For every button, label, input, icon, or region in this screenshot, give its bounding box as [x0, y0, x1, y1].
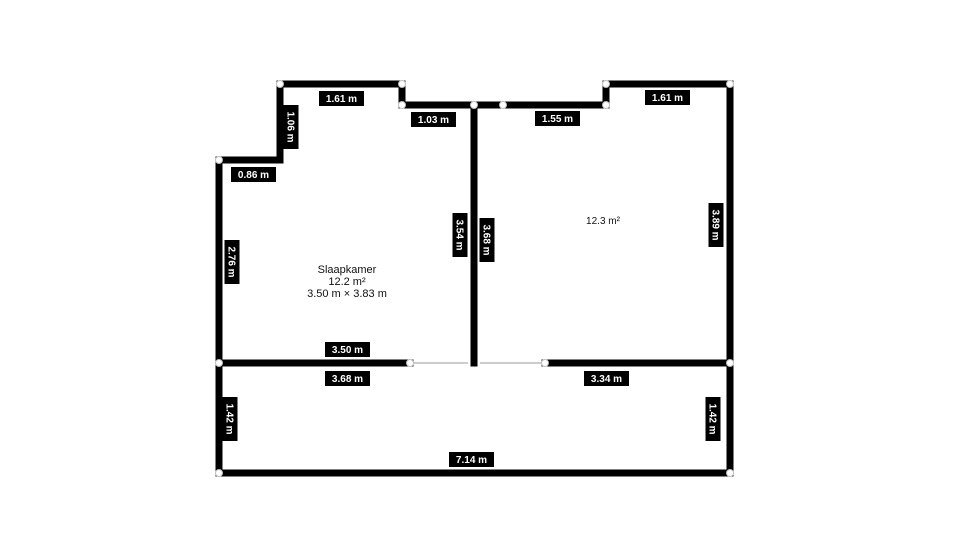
svg-text:1.06 m: 1.06 m [285, 111, 296, 142]
node [499, 101, 507, 109]
node [541, 359, 549, 367]
node [276, 80, 284, 88]
dim-left-wall: 2.76 m [224, 240, 240, 284]
dim-top-left-short: 1.61 m [319, 91, 364, 106]
svg-text:3.89 m: 3.89 m [710, 209, 721, 240]
node [726, 469, 734, 477]
svg-text:0.86 m: 0.86 m [238, 170, 269, 181]
svg-text:3.68 m: 3.68 m [481, 224, 492, 255]
node [406, 359, 414, 367]
node [215, 469, 223, 477]
svg-text:3.50 m: 3.50 m [332, 345, 363, 356]
room-area-right: 12.3 m² [586, 216, 621, 227]
wall-nodes [215, 80, 734, 477]
dim-left-notch-vertical: 1.06 m [283, 105, 299, 149]
dim-top-middle-right: 1.55 m [535, 111, 580, 126]
dim-hall-left: 1.42 m [222, 397, 238, 441]
svg-text:3.34 m: 3.34 m [591, 374, 622, 385]
dim-hall-top-left: 3.68 m [325, 371, 370, 386]
node [602, 80, 610, 88]
dim-hall-bottom: 7.14 m [449, 452, 494, 467]
room-size-bedroom: 3.50 m × 3.83 m [307, 288, 387, 300]
node [726, 80, 734, 88]
node [215, 156, 223, 164]
room-area-bedroom: 12.2 m² [328, 276, 366, 288]
dim-hall-top-right: 3.34 m [584, 371, 629, 386]
node [470, 101, 478, 109]
node [215, 359, 223, 367]
svg-text:1.55 m: 1.55 m [542, 114, 573, 125]
dim-hall-right: 1.42 m [705, 397, 721, 441]
svg-text:1.61 m: 1.61 m [652, 93, 683, 104]
svg-text:3.68 m: 3.68 m [332, 374, 363, 385]
svg-text:2.76 m: 2.76 m [226, 246, 237, 277]
node [726, 359, 734, 367]
dim-top-middle-left: 1.03 m [411, 112, 456, 127]
node [398, 101, 406, 109]
dim-middle-wall-right: 3.68 m [479, 218, 495, 262]
room-labels: Slaapkamer 12.2 m² 3.50 m × 3.83 m 12.3 … [307, 216, 621, 300]
room-name-bedroom: Slaapkamer [318, 264, 377, 276]
dim-top-right-short: 1.61 m [645, 90, 690, 105]
dim-right-wall: 3.89 m [708, 203, 724, 247]
svg-text:1.42 m: 1.42 m [224, 403, 235, 434]
dimension-labels: 1.61 m 1.03 m 0.86 m 1.55 m 1.61 m 3.50 … [222, 90, 724, 467]
dim-middle-wall-left: 3.54 m [452, 213, 468, 257]
node [398, 80, 406, 88]
dim-left-notch-horizontal: 0.86 m [231, 167, 276, 182]
svg-text:7.14 m: 7.14 m [456, 455, 487, 466]
dim-bedroom-bottom: 3.50 m [325, 342, 370, 357]
svg-text:3.54 m: 3.54 m [454, 219, 465, 250]
svg-text:1.03 m: 1.03 m [418, 115, 449, 126]
svg-text:1.61 m: 1.61 m [326, 94, 357, 105]
svg-text:1.42 m: 1.42 m [707, 403, 718, 434]
node [602, 101, 610, 109]
